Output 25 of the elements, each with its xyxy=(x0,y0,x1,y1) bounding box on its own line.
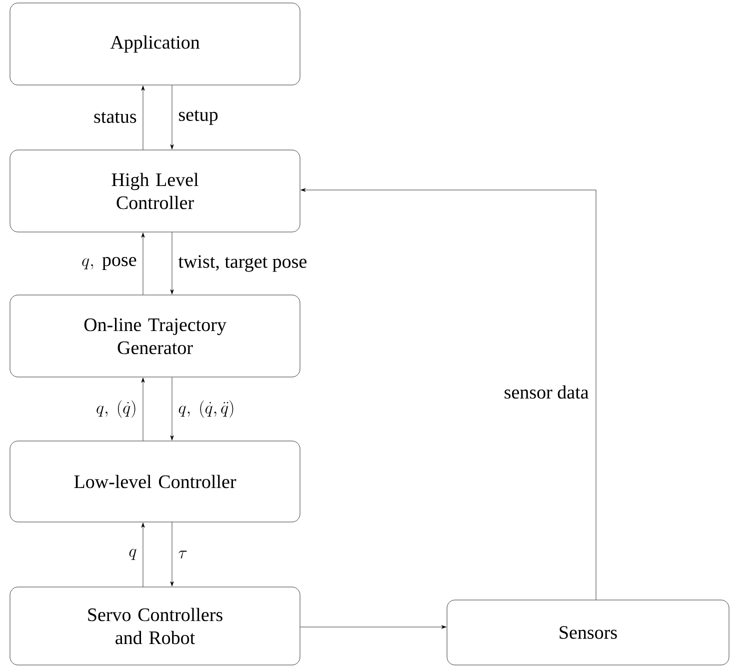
edge-label: $q,\ (\dot{q})$ xyxy=(95,399,138,419)
edge-label: status xyxy=(92,111,138,124)
process-box: On-line Trajectory Generator xyxy=(10,294,300,378)
arrow xyxy=(141,232,145,295)
arrow xyxy=(141,378,145,441)
edge-label: twist, target pose xyxy=(177,254,308,273)
edge-label: $q$ xyxy=(128,548,138,561)
arrow xyxy=(170,377,174,440)
process-box: Servo Controllers and Robot xyxy=(10,586,300,666)
process-box: Application xyxy=(10,2,300,86)
arrow xyxy=(141,522,145,587)
process-box: High Level Controller xyxy=(10,150,300,232)
arrow xyxy=(170,232,174,294)
arrow xyxy=(170,522,174,586)
arrow xyxy=(141,86,145,150)
arrow xyxy=(300,625,446,629)
process-box: Low-level Controller xyxy=(10,440,300,522)
process-box: Sensors xyxy=(446,600,730,666)
edge-label: setup xyxy=(177,109,220,126)
arrow xyxy=(300,188,596,600)
edge-label: $q,\ \mathrm{pose}$ xyxy=(80,256,138,271)
edge-label: $q,\ (\dot{q}, \ddot{q})$ xyxy=(177,399,236,419)
edge-label: sensor data xyxy=(502,384,590,400)
arrow xyxy=(170,85,174,150)
edge-label: $\tau$ xyxy=(177,550,188,560)
